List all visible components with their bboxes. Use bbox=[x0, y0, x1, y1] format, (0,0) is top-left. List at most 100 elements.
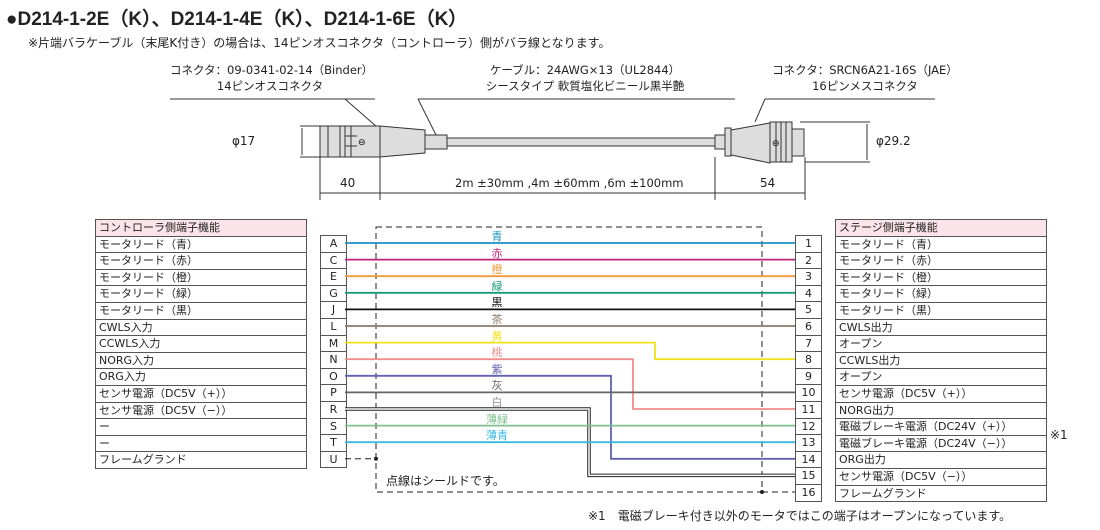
pin-label: C bbox=[321, 251, 346, 269]
wire-color-label: 橙 bbox=[491, 263, 503, 277]
shield-note: 点線はシールドです。 bbox=[386, 474, 505, 488]
wire-color-label: 茶 bbox=[491, 313, 503, 326]
pin-label: J bbox=[321, 301, 346, 318]
table-row: モータリード（黒） bbox=[836, 301, 1046, 319]
cable-length: 2m ±30mm ,4m ±60mm ,6m ±100mm bbox=[455, 176, 684, 190]
screw-icon: ⊖ bbox=[772, 139, 780, 149]
page-title: ●D214-1-2E（K）、D214-1-4E（K）、D214-1-6E（K） bbox=[6, 9, 468, 30]
table-row: ORG入力 bbox=[96, 368, 306, 385]
cable-sheath: シースタイプ 軟質塩化ビニール黒半艶 bbox=[485, 79, 685, 93]
right-length: 54 bbox=[760, 176, 776, 190]
table-row: NORG出力 bbox=[836, 401, 1046, 419]
pin-label: 11 bbox=[796, 400, 821, 418]
wire-color-label: 薄青 bbox=[486, 429, 508, 443]
note-mark: ※1 bbox=[1050, 428, 1068, 442]
wire bbox=[345, 374, 795, 460]
shield-junction bbox=[374, 456, 378, 461]
pin-label: U bbox=[321, 450, 346, 468]
pin-label: 5 bbox=[796, 301, 821, 318]
pin-label: 14 bbox=[796, 450, 821, 468]
table-row: センサ電源（DC5V（+）） bbox=[96, 384, 306, 402]
pin-label: 12 bbox=[796, 417, 821, 435]
screw-icon: ⊖ bbox=[358, 138, 366, 148]
wire-color-label: 赤 bbox=[491, 246, 503, 260]
pin-label: A bbox=[329, 237, 338, 250]
subtitle-note: ※片端バラケーブル（末尾K付き）の場合は、14ピンオスコネクタ（コントローラ）側… bbox=[28, 36, 611, 50]
wire bbox=[345, 341, 795, 361]
pin-label: 15 bbox=[796, 467, 821, 484]
table-row: オープン bbox=[836, 335, 1046, 352]
table-row: モータリード（青） bbox=[836, 235, 1046, 253]
pin-label: 3 bbox=[796, 268, 821, 285]
table-row: モータリード（赤） bbox=[836, 252, 1046, 269]
table-row: CWLS出力 bbox=[836, 318, 1046, 336]
table-row: フレームグランド bbox=[836, 484, 1046, 502]
pin-label: 2 bbox=[796, 251, 821, 269]
cable-label: ケーブル：24AWG×13（UL2844）シースタイプ 軟質塩化ビニール黒半艶 bbox=[420, 62, 750, 94]
pin-label: L bbox=[321, 317, 346, 335]
stage-terminal-table: ステージ側端子機能モータリード（青）モータリード（赤）モータリード（橙）モータリ… bbox=[835, 219, 1047, 503]
wire-color-label: 黒 bbox=[491, 296, 503, 310]
right-connector-type: 16ピンメスコネクタ bbox=[812, 79, 918, 93]
pin-label: 13 bbox=[796, 434, 821, 451]
left-connector-label: コネクタ：09-0341-02-14（Binder） 14ピンオスコネクタ bbox=[170, 62, 374, 94]
left-length: 40 bbox=[340, 176, 356, 190]
table-row: 電磁ブレーキ電源（DC24V（−）） bbox=[836, 434, 1046, 452]
wire-color-label: 白 bbox=[491, 396, 503, 409]
footnote: ※1 電磁ブレーキ付き以外のモータではこの端子はオープンになっています。 bbox=[588, 509, 1012, 523]
table-row: モータリード（緑） bbox=[836, 285, 1046, 302]
table-row: ORG出力 bbox=[836, 451, 1046, 468]
pin-label: 16 bbox=[796, 483, 821, 501]
pin-label: P bbox=[321, 384, 346, 401]
shield-outline bbox=[375, 226, 763, 493]
pin-label: S bbox=[321, 417, 346, 435]
pin-label: 4 bbox=[796, 284, 821, 302]
right-diameter: φ29.2 bbox=[876, 134, 911, 148]
shield-junction bbox=[760, 490, 764, 494]
table-row: CWLS入力 bbox=[96, 318, 306, 336]
pin-label: 8 bbox=[796, 351, 821, 368]
table-header: ステージ側端子機能 bbox=[836, 220, 1046, 236]
table-row: CCWLS出力 bbox=[836, 351, 1046, 369]
pin-label: O bbox=[321, 367, 346, 385]
wire-color-label: 灰 bbox=[491, 379, 503, 393]
table-row: センサ電源（DC5V（−）） bbox=[96, 401, 306, 419]
left-connector-type: 14ピンオスコネクタ bbox=[216, 79, 324, 93]
pin-label: N bbox=[321, 351, 346, 368]
pin-label: T bbox=[321, 434, 346, 451]
table-row: モータリード（赤） bbox=[96, 252, 306, 269]
table-row: ー bbox=[96, 418, 306, 435]
left-connector-model: コネクタ：09-0341-02-14（Binder） bbox=[170, 63, 374, 77]
wire bbox=[345, 358, 795, 410]
table-row: 電磁ブレーキ電源（DC24V（+）） bbox=[836, 418, 1046, 435]
controller-terminal-table: コントローラ側端子機能モータリード（青）モータリード（赤）モータリード（橙）モー… bbox=[95, 219, 307, 469]
pin-label: M bbox=[321, 334, 346, 352]
wire-color-label: 桃 bbox=[491, 346, 503, 360]
table-row: オープン bbox=[836, 368, 1046, 385]
pin-label: 10 bbox=[796, 384, 821, 401]
table-row: モータリード（緑） bbox=[96, 285, 306, 302]
pin-label: 7 bbox=[796, 334, 821, 352]
table-row: センサ電源（DC5V（−）） bbox=[836, 467, 1046, 485]
wire-color-label: 黄 bbox=[491, 329, 503, 343]
table-row: モータリード（橙） bbox=[836, 268, 1046, 286]
pin-label: G bbox=[321, 284, 346, 302]
wire-color-label: 青 bbox=[491, 230, 503, 243]
pin-label: 6 bbox=[796, 317, 821, 335]
table-row: モータリード（橙） bbox=[96, 268, 306, 286]
table-row: CCWLS入力 bbox=[96, 335, 306, 352]
table-row: モータリード（黒） bbox=[96, 301, 306, 319]
pin-label: R bbox=[321, 400, 346, 418]
table-row: NORG入力 bbox=[96, 351, 306, 369]
pin-label: E bbox=[321, 268, 346, 285]
table-row: ー bbox=[96, 434, 306, 452]
table-header: コントローラ側端子機能 bbox=[96, 220, 306, 236]
right-connector-model: コネクタ：SRCN6A21-16S（JAE） bbox=[772, 63, 958, 77]
wire-color-label: 緑 bbox=[491, 279, 503, 293]
left-diameter: φ17 bbox=[232, 134, 256, 148]
